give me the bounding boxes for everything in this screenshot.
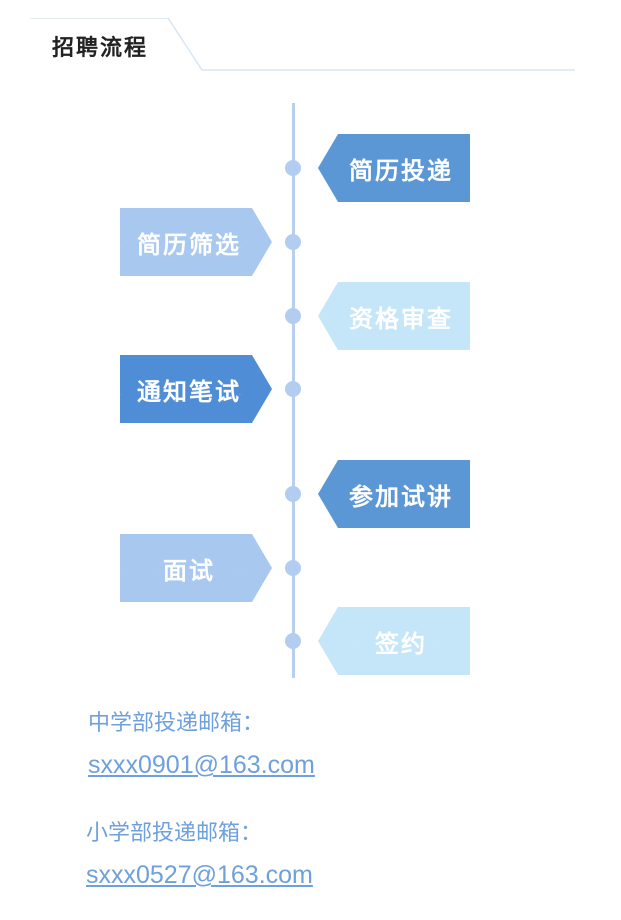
step-written-test-notice: 通知笔试 [120, 355, 272, 423]
timeline-dot [285, 308, 301, 324]
timeline-dot [285, 486, 301, 502]
email-link[interactable]: sxxx0901@163.com [88, 751, 315, 779]
timeline-dot [285, 633, 301, 649]
step-label: 资格审查 [349, 304, 453, 333]
section-header: 招聘流程 [30, 18, 575, 74]
contact-middle-school: 中学部投递邮箱： sxxx0901@163.com [88, 705, 315, 780]
timeline-dot [285, 560, 301, 576]
step-label: 签约 [375, 629, 427, 658]
page-title: 招聘流程 [52, 36, 149, 61]
step-resume-screening: 简历筛选 [120, 208, 272, 276]
step-trial-lecture: 参加试讲 [318, 460, 470, 528]
contact-primary-school: 小学部投递邮箱： sxxx0527@163.com [86, 815, 313, 890]
step-label: 简历投递 [349, 156, 453, 185]
step-contract: 签约 [318, 607, 470, 675]
timeline-dot [285, 381, 301, 397]
step-label: 面试 [163, 556, 215, 585]
timeline-dot [285, 234, 301, 250]
step-qualification-review: 资格审查 [318, 282, 470, 350]
contact-label: 小学部投递邮箱： [86, 821, 263, 846]
email-link[interactable]: sxxx0527@163.com [86, 861, 313, 889]
step-label: 通知笔试 [137, 377, 241, 406]
step-label: 简历筛选 [137, 230, 241, 259]
step-label: 参加试讲 [349, 482, 453, 511]
step-interview: 面试 [120, 534, 272, 602]
header-frame [30, 18, 575, 71]
step-resume-submit: 简历投递 [318, 134, 470, 202]
timeline-dot [285, 160, 301, 176]
contact-label: 中学部投递邮箱： [88, 711, 265, 736]
